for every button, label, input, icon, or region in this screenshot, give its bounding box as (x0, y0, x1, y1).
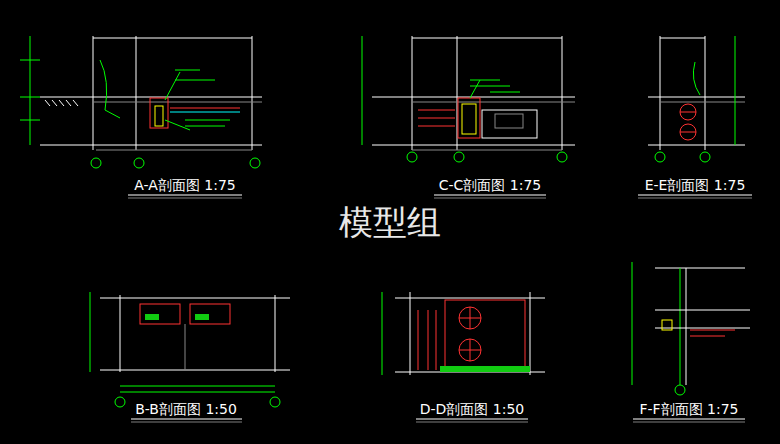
section-d-d (382, 292, 545, 375)
section-title: D-D剖面图 1:50 (420, 401, 525, 419)
section-title: B-B剖面图 1:50 (135, 401, 237, 419)
section-b-b (90, 292, 290, 407)
watermark: 模型组 (339, 200, 441, 246)
section-e-e (648, 36, 745, 162)
section-a-a (20, 36, 262, 168)
section-f-f (632, 262, 750, 395)
section-title: F-F剖面图 1:75 (639, 401, 738, 419)
section-c-c (362, 36, 575, 162)
title-underlines (128, 195, 752, 422)
section-title: E-E剖面图 1:75 (645, 177, 746, 195)
section-title: A-A剖面图 1:75 (134, 177, 235, 195)
section-title: C-C剖面图 1:75 (439, 177, 542, 195)
